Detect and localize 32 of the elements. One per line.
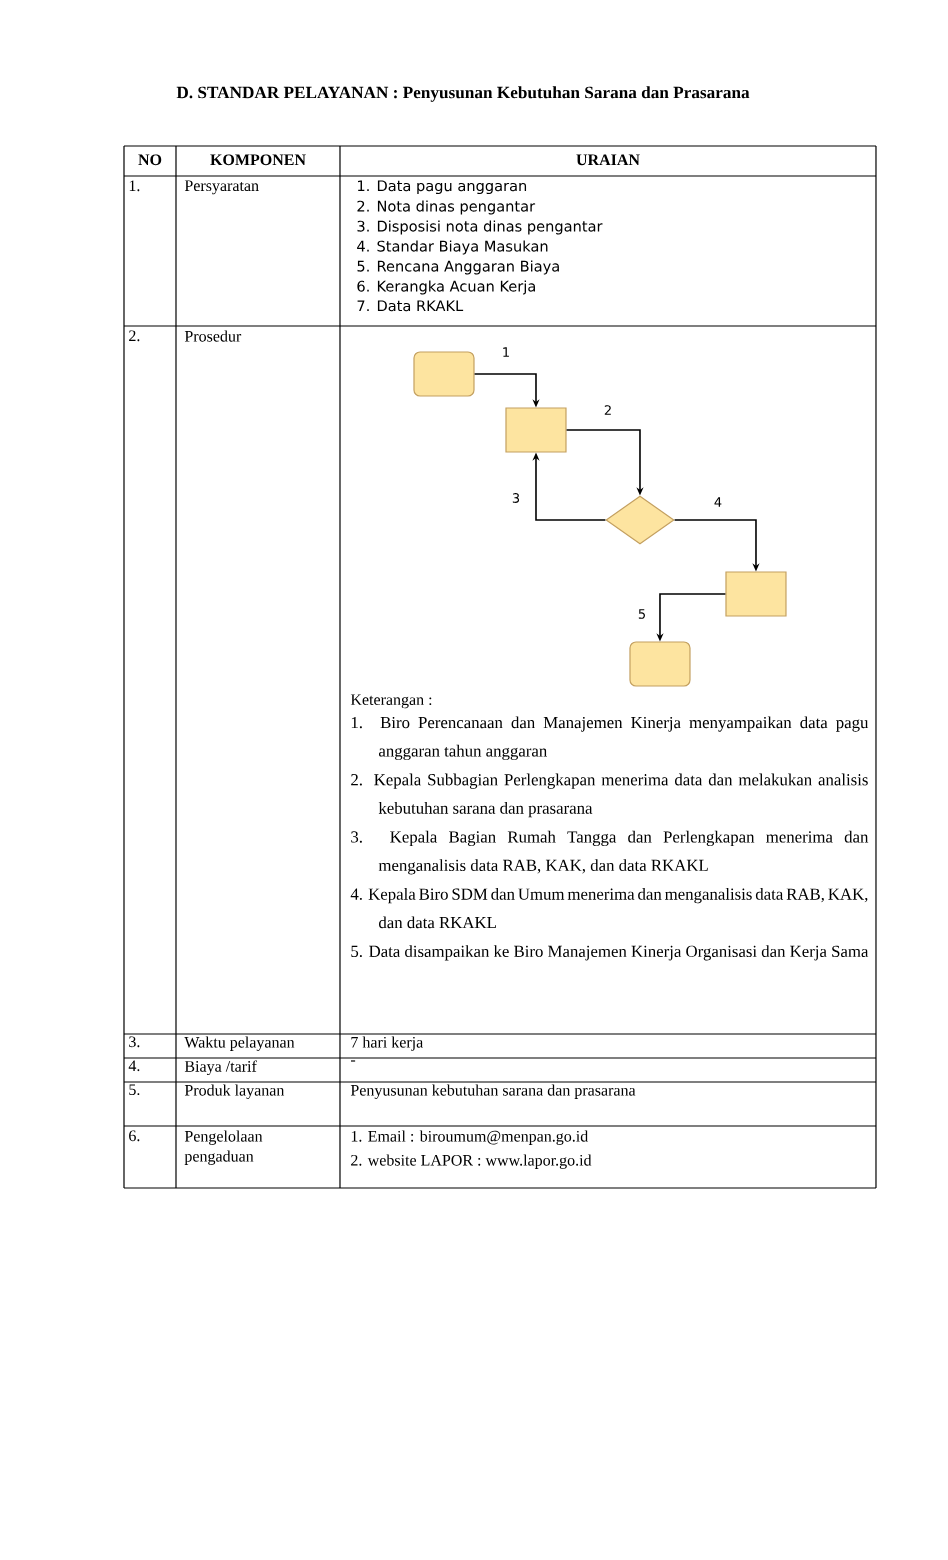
row-number: 1. (129, 180, 140, 192)
note-item: 2. Kepala Subbagian Perlengkapan menerima data dan melakukan analisis kebutuhan sarana dan prasarana (351, 773, 868, 818)
cell-text: Persyaratan (184, 180, 259, 195)
note-item: 1. Biro Perencanaan dan Manajemen Kinerja menyampaikan data pagu anggaran tahun anggaran (351, 716, 869, 761)
cell-text: Produk layanan (184, 1084, 285, 1099)
cell-text: Biaya /tarif (184, 1060, 257, 1076)
note-item: 3. Kepala Bagian Rumah Tangga dan Perlengkapan menerima dan menganalisis data RAB, KAK, dan data RKAKL (351, 830, 869, 875)
start-end-box (413, 351, 475, 397)
row-number: 4. (128, 1060, 140, 1072)
note-heading: Keterangan : (350, 694, 432, 709)
start-end-box (629, 641, 691, 687)
cell-text: Prosedur (184, 330, 242, 342)
cell-text: Waktu pelayanan (184, 1036, 295, 1051)
column-header: NO (138, 154, 162, 166)
cell-text: Penyusunan kebutuhan sarana dan prasarana (350, 1084, 636, 1099)
row-number: 2. (129, 330, 140, 342)
column-header: URAIAN (576, 154, 640, 166)
cell-text: - (351, 1060, 356, 1062)
cell-text: 7 hari kerja (351, 1036, 423, 1051)
note-item: 5. Data disampaikan ke Biro Manajemen Kinerja Organisasi dan Kerja Sama (351, 945, 869, 961)
cell-text: Pengelolaan pengaduan (184, 1130, 263, 1165)
column-header: KOMPONEN (210, 154, 306, 166)
row-number: 5. (129, 1084, 140, 1096)
title: D. STANDAR PELAYANAN : Penyusunan Kebutuhan Sarana dan Prasarana (176, 86, 750, 102)
cell-text: 2. website LAPOR : www.lapor.go.id (351, 1154, 592, 1169)
decision-diamond (605, 495, 675, 545)
row-number: 6. (129, 1130, 140, 1142)
cell-text: 1. Email : biroumum@menpan.go.id (351, 1130, 589, 1145)
note-item: 4. Kepala Biro SDM dan Umum menerima dan menganalisis data RAB, KAK, dan data RKAKL (350, 888, 868, 929)
process-box (505, 407, 567, 453)
row-number: 3. (129, 1036, 140, 1048)
process-box (725, 571, 787, 617)
